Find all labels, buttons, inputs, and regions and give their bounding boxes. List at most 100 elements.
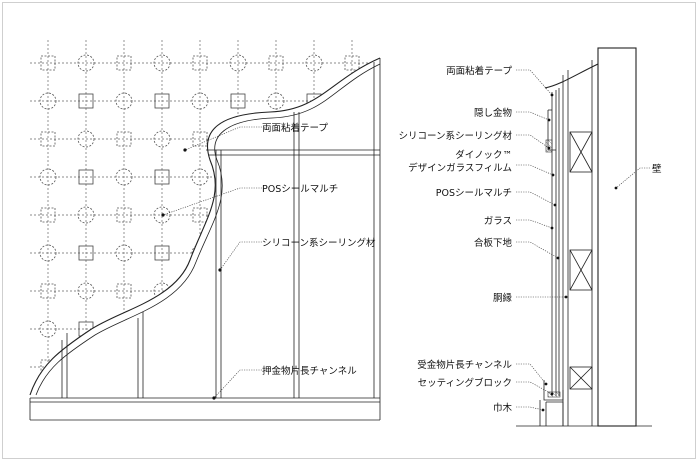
pattern-square [192, 55, 208, 71]
pattern-square [344, 131, 360, 147]
pattern-circle [229, 130, 247, 148]
pattern-square [154, 245, 170, 261]
pattern-square [268, 131, 284, 147]
pattern-square [154, 169, 170, 185]
label-r-double-sided-tape: 両面粘着テープ [446, 65, 512, 77]
pattern-square [40, 131, 56, 147]
pattern-circle [382, 283, 398, 299]
pattern-circle [382, 55, 398, 71]
label-pos-seal-multi: POSシールマルチ [262, 184, 338, 195]
label-r-baseboard: 巾木 [493, 402, 513, 414]
pattern-square [78, 169, 94, 185]
pattern-square [230, 321, 246, 337]
pattern-circle [153, 206, 171, 224]
pattern-square [230, 245, 246, 261]
pattern-square [383, 170, 397, 184]
baseboard-shape [539, 400, 564, 426]
pattern-circle [229, 54, 247, 72]
pattern-circle [382, 359, 398, 375]
label-r-receiving-channel: 受金物片長チャンネル [417, 359, 512, 371]
pattern-circle [39, 168, 57, 186]
label-silicone-sealant: シリコーン系シーリング材 [262, 237, 376, 249]
pattern-circle [77, 54, 95, 72]
pattern-circle [191, 168, 209, 186]
pattern-square [116, 207, 132, 223]
pattern-circle [153, 130, 171, 148]
pattern-square [40, 55, 56, 71]
pattern-circle [77, 130, 95, 148]
pattern-circle [191, 92, 209, 110]
left-elevation: 両面粘着テープ POSシールマルチ シリコーン系シーリング材 押金物片長チャンネ… [29, 40, 398, 421]
pattern-square [116, 359, 132, 375]
pattern-circle [305, 206, 323, 224]
right-leaders [516, 69, 650, 412]
pattern-circle [343, 168, 361, 186]
label-r-setting-block: セッティングブロック [418, 377, 512, 389]
pattern-square [230, 169, 246, 185]
furring-blocks [569, 131, 593, 390]
pattern-circle [267, 320, 285, 338]
cut-line-inner [35, 63, 381, 396]
label-wall: 壁 [652, 163, 662, 175]
pattern-square [116, 55, 132, 71]
cut-line [29, 57, 381, 396]
setting-block-shape [547, 391, 561, 398]
right-section: 両面粘着テープ 隠し金物 シリコーン系シーリング材 ダイノック™ デザインガラス… [398, 47, 662, 427]
pattern-circle [39, 92, 57, 110]
label-r-furring: 胴縁 [493, 292, 513, 304]
pattern-square [306, 321, 322, 337]
pattern-circle [343, 320, 361, 338]
left-leaders [161, 126, 262, 400]
label-r-silicone-sealant: シリコーン系シーリング材 [398, 130, 512, 142]
receiving-channel-shape [543, 380, 564, 401]
pattern-circle [39, 320, 57, 338]
label-r-dinoc-line1: ダイノック™ [455, 149, 512, 161]
pattern-circle [77, 282, 95, 300]
pattern-circle [229, 282, 247, 300]
wall [597, 47, 637, 427]
pattern-circle [229, 358, 247, 376]
pattern-square [192, 283, 208, 299]
pattern-circle [229, 206, 247, 224]
pattern-circle [115, 92, 133, 110]
pattern-circle [382, 207, 398, 223]
pattern-circle [153, 358, 171, 376]
pattern-square [306, 169, 322, 185]
label-double-sided-tape: 両面粘着テープ [262, 122, 328, 134]
pattern-square [383, 246, 397, 260]
pattern-circle [267, 92, 285, 110]
pattern-square [344, 55, 360, 71]
pattern-circle [343, 92, 361, 110]
pattern-square [344, 283, 360, 299]
pattern-circle [267, 168, 285, 186]
label-r-pos-seal-multi: POSシールマルチ [436, 188, 512, 199]
pattern-circle [305, 282, 323, 300]
glass-frame [29, 58, 381, 421]
pattern-square [192, 131, 208, 147]
label-r-glass: ガラス [484, 216, 512, 227]
pattern-circle [115, 168, 133, 186]
pattern-square [154, 321, 170, 337]
pattern-square [268, 55, 284, 71]
pattern-circle [305, 54, 323, 72]
pattern-square [344, 207, 360, 223]
pattern-square [268, 283, 284, 299]
pattern-square [383, 322, 397, 336]
pattern-circle [153, 54, 171, 72]
pattern-square [116, 131, 132, 147]
pattern-square [40, 283, 56, 299]
label-retainer-channel: 押金物片長チャンネル [262, 365, 357, 377]
label-r-hidden-fitting: 隠し金物 [474, 107, 513, 119]
diagram-frame [2, 2, 696, 459]
pattern-square [192, 207, 208, 223]
pattern-circle [77, 358, 95, 376]
pattern-square [383, 94, 397, 108]
pattern-circle [191, 320, 209, 338]
pattern-square [40, 207, 56, 223]
pattern-square [78, 245, 94, 261]
pattern-square [268, 207, 284, 223]
pattern-circle [115, 244, 133, 262]
label-r-dinoc-line2: デザインガラスフィルム [408, 162, 512, 174]
pattern-circle [77, 206, 95, 224]
